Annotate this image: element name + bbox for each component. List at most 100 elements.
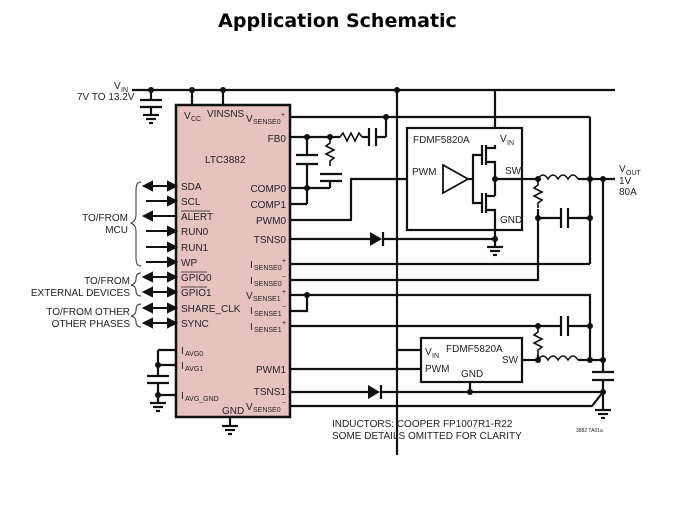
resistor-icon — [532, 179, 544, 208]
ground-icon — [143, 113, 159, 125]
svg-text:I: I — [181, 361, 184, 372]
diode-icon — [370, 232, 382, 246]
svg-text:SOME DETAILS OMITTED FOR CLARI: SOME DETAILS OMITTED FOR CLARITY — [332, 431, 522, 442]
inductor-icon — [537, 174, 579, 181]
svg-text:V: V — [500, 134, 507, 145]
svg-text:+: + — [282, 289, 286, 296]
svg-text:CC: CC — [191, 116, 201, 123]
svg-text:ALERT: ALERT — [181, 212, 213, 223]
group-braces — [129, 181, 142, 328]
svg-text:FDMF5820A: FDMF5820A — [446, 344, 503, 355]
svg-text:+: + — [281, 112, 285, 119]
ground-icon — [595, 408, 611, 420]
svg-text:−: − — [282, 304, 286, 311]
svg-text:SDA: SDA — [181, 182, 202, 193]
svg-text:3882 TA01a: 3882 TA01a — [576, 428, 603, 434]
svg-text:GPIO0: GPIO0 — [181, 273, 212, 284]
svg-text:GND: GND — [222, 406, 244, 417]
signal-arrows — [141, 180, 179, 329]
svg-text:TO/FROM OTHER: TO/FROM OTHER — [46, 307, 130, 318]
svg-text:AVG0: AVG0 — [185, 351, 203, 358]
gate-driver-icon — [442, 145, 522, 239]
svg-text:SHARE_CLK: SHARE_CLK — [181, 304, 241, 315]
svg-text:OUT: OUT — [626, 170, 642, 177]
svg-text:IN: IN — [432, 353, 439, 360]
svg-text:PWM0: PWM0 — [256, 216, 286, 227]
svg-text:MCU: MCU — [105, 225, 128, 236]
svg-text:GPIO1: GPIO1 — [181, 288, 212, 299]
svg-text:SENSE0: SENSE0 — [253, 119, 281, 126]
svg-text:+: + — [282, 258, 286, 265]
svg-text:SENSE1: SENSE1 — [253, 296, 281, 303]
svg-text:TO/FROM: TO/FROM — [84, 276, 130, 287]
svg-text:IN: IN — [121, 87, 128, 94]
svg-text:RUN0: RUN0 — [181, 227, 209, 238]
svg-text:V: V — [246, 402, 253, 413]
svg-text:V: V — [425, 347, 432, 358]
group-labels: TO/FROM MCU TO/FROM EXTERNAL DEVICES TO/… — [31, 213, 130, 330]
ground-icon — [222, 417, 238, 436]
vin-capacitor — [140, 90, 162, 115]
svg-text:I: I — [250, 306, 253, 317]
svg-text:I: I — [250, 276, 253, 287]
ground-icon — [487, 239, 503, 257]
svg-text:FDMF5820A: FDMF5820A — [413, 135, 470, 146]
page-title: Application Schematic — [218, 10, 457, 32]
svg-text:7V TO 13.2V: 7V TO 13.2V — [77, 92, 135, 103]
svg-text:IN: IN — [507, 140, 514, 147]
svg-text:SCL: SCL — [181, 197, 201, 208]
svg-text:SENSE0: SENSE0 — [254, 265, 282, 272]
svg-text:AVG_GND: AVG_GND — [185, 396, 219, 403]
svg-text:AVG1: AVG1 — [185, 366, 203, 373]
svg-text:V: V — [246, 291, 253, 302]
svg-text:1V: 1V — [619, 176, 632, 187]
svg-text:V: V — [184, 111, 191, 122]
notes: INDUCTORS: COOPER FP1007R1-R22 SOME DETA… — [332, 419, 603, 442]
compensation-network — [290, 117, 388, 206]
svg-text:+: + — [282, 320, 286, 327]
svg-text:V: V — [246, 114, 253, 125]
svg-text:COMP1: COMP1 — [250, 200, 286, 211]
svg-text:PWM1: PWM1 — [256, 365, 286, 376]
svg-text:SYNC: SYNC — [181, 319, 209, 330]
svg-text:INDUCTORS: COOPER FP1007R1-R22: INDUCTORS: COOPER FP1007R1-R22 — [332, 419, 513, 430]
svg-text:WP: WP — [181, 258, 197, 269]
svg-text:TSNS1: TSNS1 — [254, 387, 287, 398]
svg-text:FB0: FB0 — [268, 134, 287, 145]
svg-text:COMP0: COMP0 — [250, 184, 286, 195]
svg-text:−: − — [282, 400, 286, 407]
svg-text:TO/FROM: TO/FROM — [82, 213, 128, 224]
svg-text:PWM: PWM — [425, 364, 449, 375]
svg-text:I: I — [250, 322, 253, 333]
svg-text:PWM: PWM — [412, 167, 436, 178]
vsense0-minus-wire — [290, 391, 604, 408]
chip-left-pins: SDA SCL ALERT RUN0 RUN1 WP GPIO0 GPIO1 S… — [181, 182, 244, 417]
svg-text:VINSNS: VINSNS — [207, 109, 245, 120]
svg-text:V: V — [114, 81, 121, 92]
power-stage-2 — [419, 336, 524, 384]
svg-text:I: I — [181, 346, 184, 357]
svg-text:OTHER PHASES: OTHER PHASES — [52, 319, 131, 330]
svg-text:RUN1: RUN1 — [181, 243, 209, 254]
iavg-network — [147, 348, 176, 413]
chip-name: LTC3882 — [205, 155, 246, 166]
ltc3882-chip — [174, 103, 292, 419]
svg-text:SENSE1: SENSE1 — [254, 327, 282, 334]
diode-icon — [368, 385, 380, 399]
svg-text:I: I — [181, 391, 184, 402]
svg-text:SENSE1: SENSE1 — [254, 311, 282, 318]
svg-text:GND: GND — [500, 215, 522, 226]
svg-text:SW: SW — [502, 355, 519, 366]
svg-text:V: V — [619, 164, 626, 175]
pwm0-wire — [290, 177, 440, 222]
svg-text:80A: 80A — [619, 187, 637, 198]
svg-text:GND: GND — [461, 369, 483, 380]
svg-text:SENSE0: SENSE0 — [254, 281, 282, 288]
svg-text:EXTERNAL DEVICES: EXTERNAL DEVICES — [31, 288, 130, 299]
